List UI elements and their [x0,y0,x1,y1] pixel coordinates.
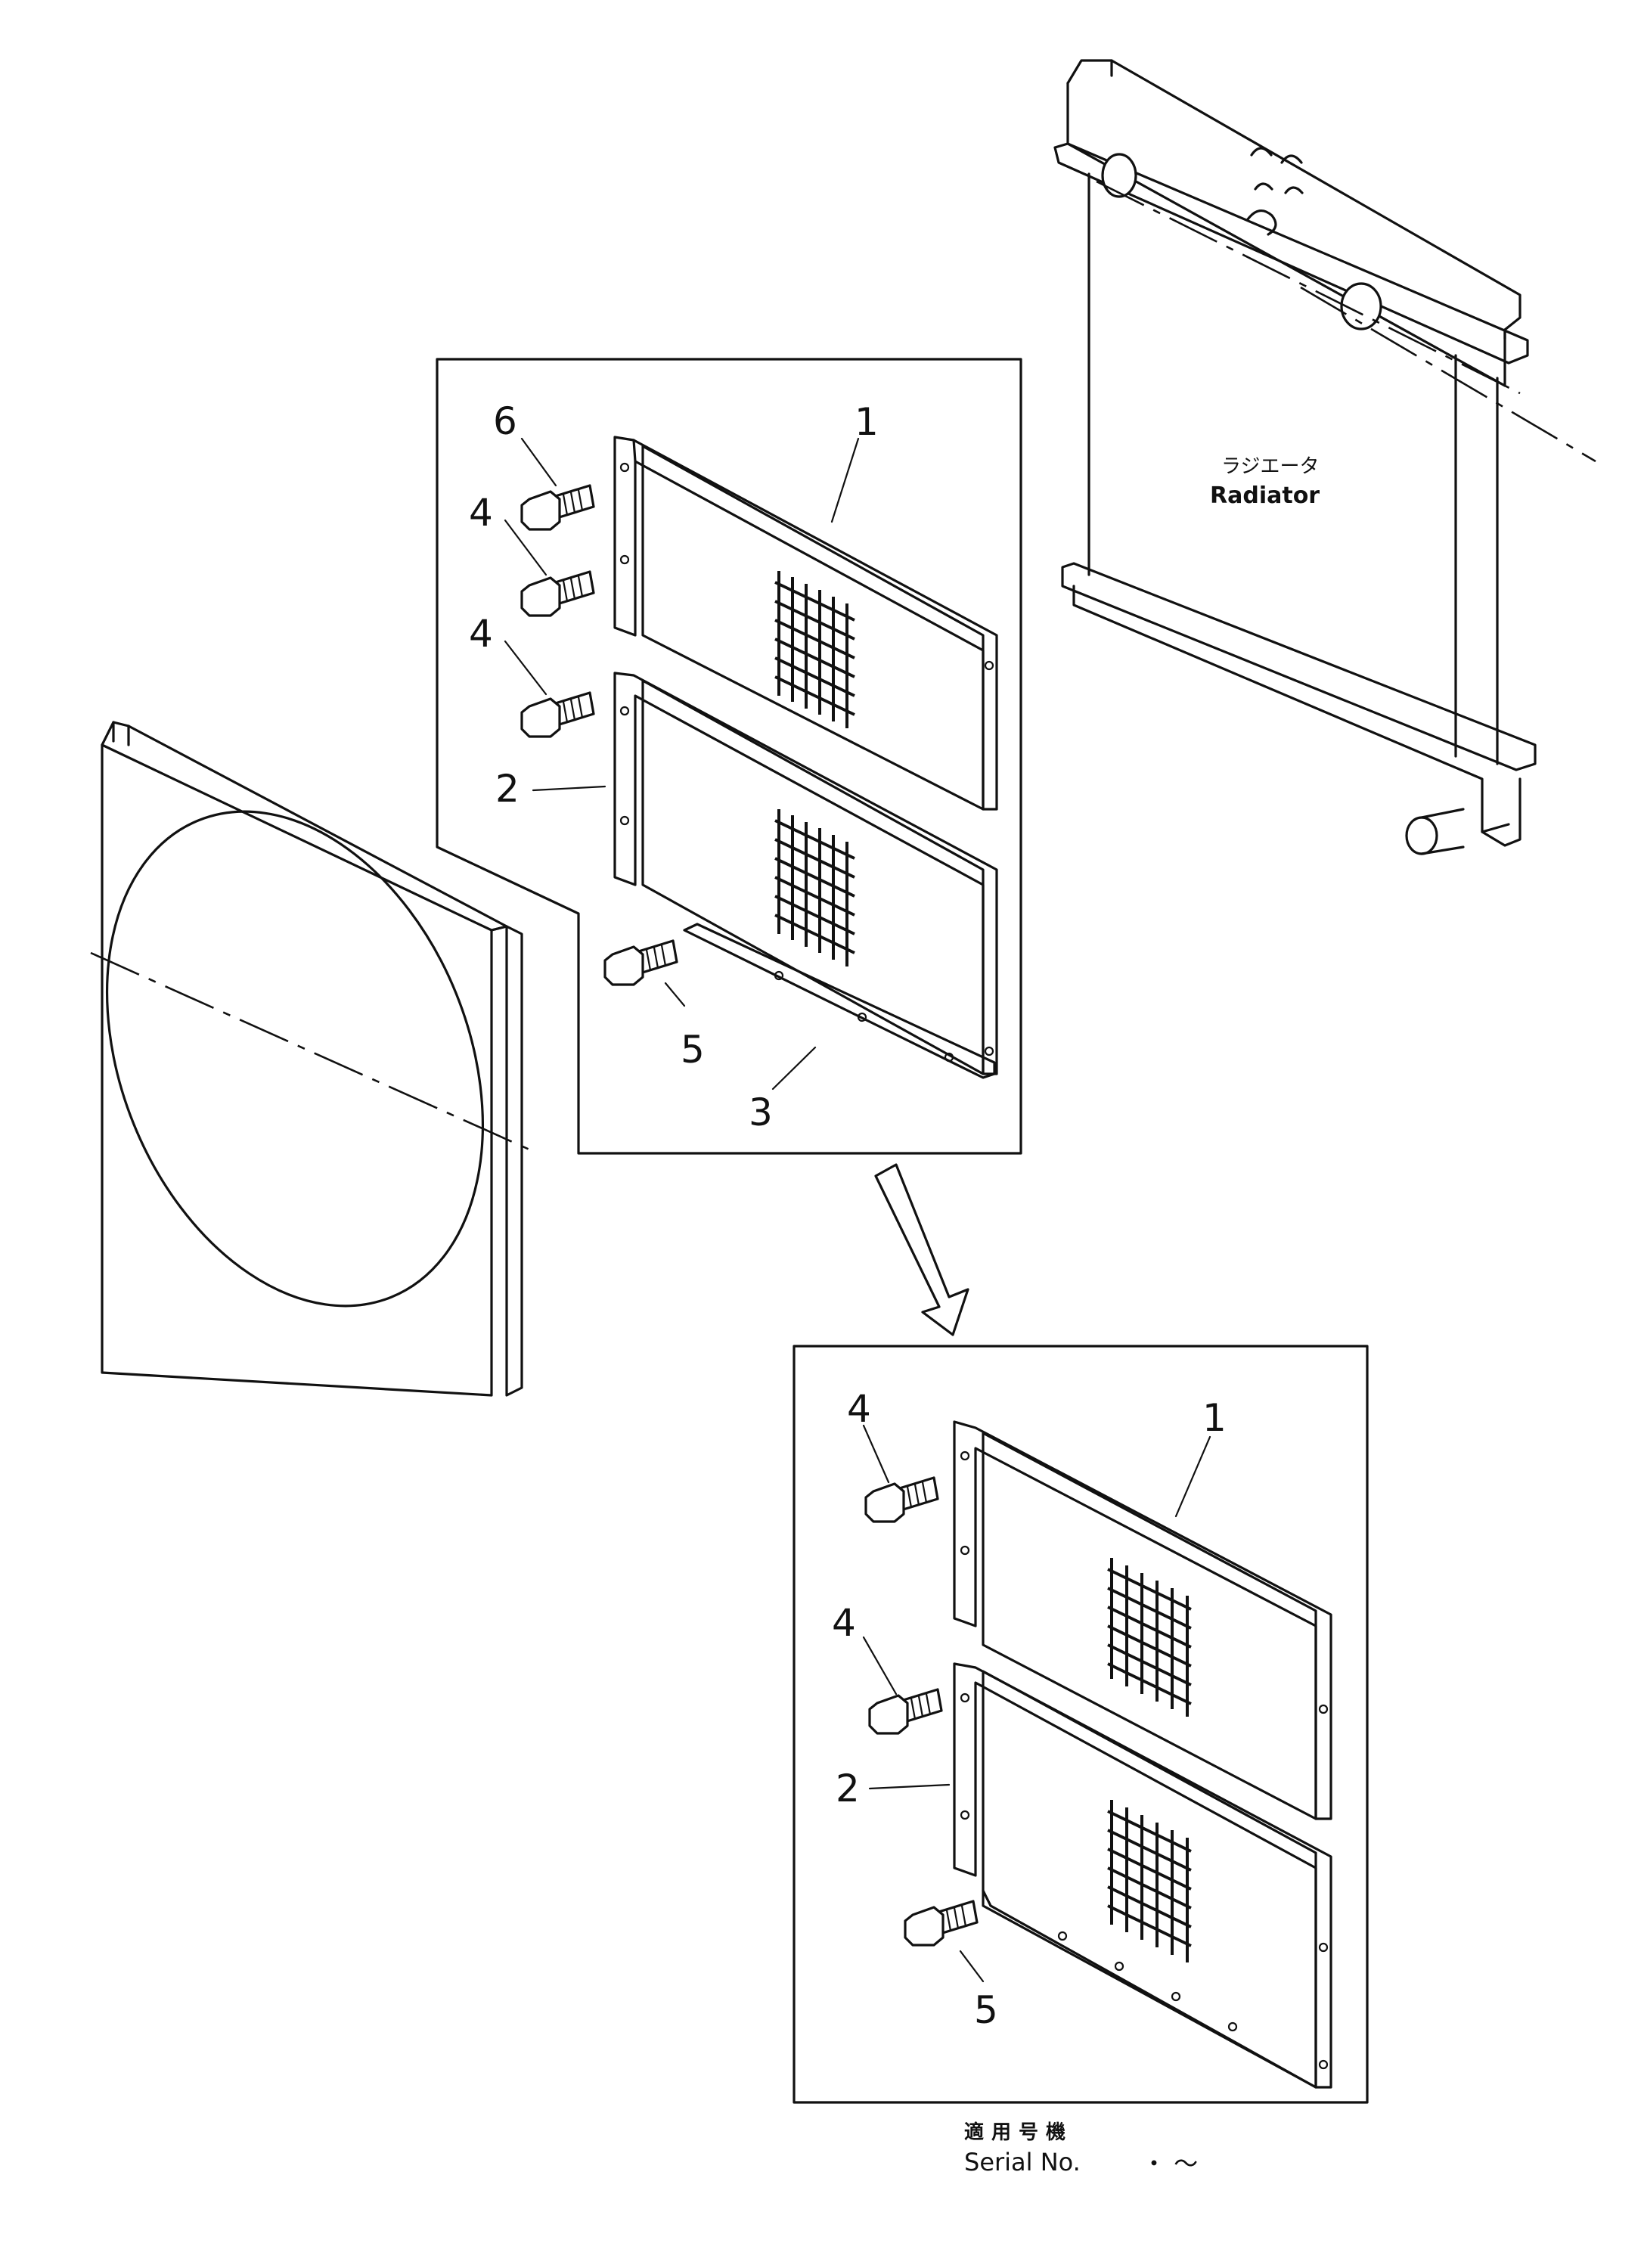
callout-4: 4 [832,1601,856,1645]
down-arrow [874,1163,969,1336]
fan-shroud-illustration [90,721,530,1397]
upper-screen-1 [613,436,998,811]
upper-bolt-4a [520,570,595,617]
upper-detail-frame: 6 4 4 1 2 5 3 [436,358,1022,1155]
callout-1: 1 [1202,1396,1227,1440]
lower-detail-frame: 4 4 1 2 5 [793,1345,1369,2104]
lower-bolt-4b [868,1688,943,1735]
callout-5: 5 [974,1988,998,2032]
serial-label-en: Serial No. [964,2148,1081,2176]
radiator-label-jp: ラジエータ [1221,455,1319,478]
lower-screen-2 [953,1662,1332,2089]
lower-screen-1 [953,1420,1332,1820]
serial-range: ・ ～ [1142,2149,1198,2178]
callout-2: 2 [495,767,520,811]
callout-2: 2 [836,1767,860,1810]
lower-bolt-4a [864,1476,939,1523]
radiator-label-en: Radiator [1210,482,1320,509]
callout-4: 4 [469,491,493,535]
serial-label-jp: 適用号機 [964,2121,1073,2144]
upper-plate-3 [683,923,996,1079]
callout-5: 5 [681,1028,705,1072]
upper-bolt-6 [520,484,595,531]
upper-bolt-4b [520,691,595,738]
callout-4: 4 [469,612,493,656]
callout-6: 6 [493,399,517,443]
radiator-illustration: ラジエータ Radiator [1053,59,1596,855]
serial-number-block: 適用号機 Serial No. ・ ～ [964,2121,1198,2178]
callout-3: 3 [749,1091,773,1134]
upper-bolt-5 [603,939,678,986]
upper-screen-2 [613,672,998,1075]
callout-4: 4 [847,1387,871,1431]
lower-bolt-5 [904,1900,979,1947]
callout-1: 1 [855,400,879,444]
